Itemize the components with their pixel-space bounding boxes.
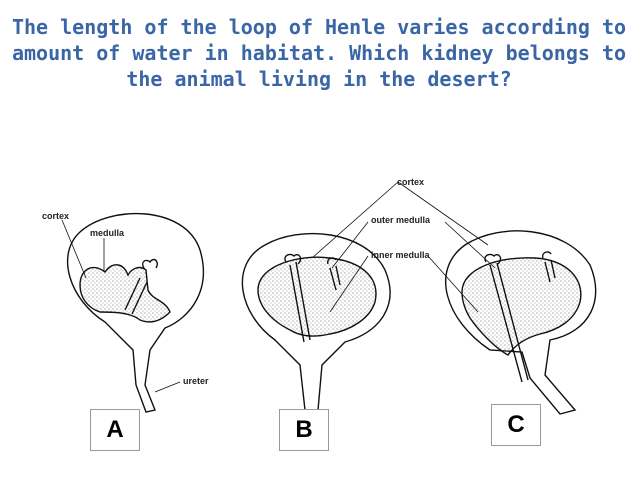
- label-medulla-a: medulla: [90, 228, 125, 238]
- kidney-a: [66, 212, 205, 413]
- label-ureter: ureter: [183, 376, 209, 386]
- option-a-box[interactable]: A: [90, 409, 140, 451]
- label-outer-medulla: outer medulla: [371, 215, 431, 225]
- label-lines-bc: [311, 181, 496, 313]
- kidney-b: [241, 232, 391, 411]
- kidney-c: [444, 230, 597, 415]
- label-cortex-a: cortex: [42, 211, 69, 221]
- option-b-label: B: [295, 416, 313, 443]
- label-cortex-top: cortex: [397, 177, 424, 187]
- option-c-label: C: [507, 411, 525, 438]
- label-inner-medulla: inner medulla: [371, 250, 431, 260]
- option-a-label: A: [106, 416, 124, 443]
- label-lines-a: [61, 219, 181, 393]
- question-text: The length of the loop of Henle varies a…: [11, 15, 627, 91]
- option-c-box[interactable]: C: [491, 404, 541, 446]
- option-b-box[interactable]: B: [279, 409, 329, 451]
